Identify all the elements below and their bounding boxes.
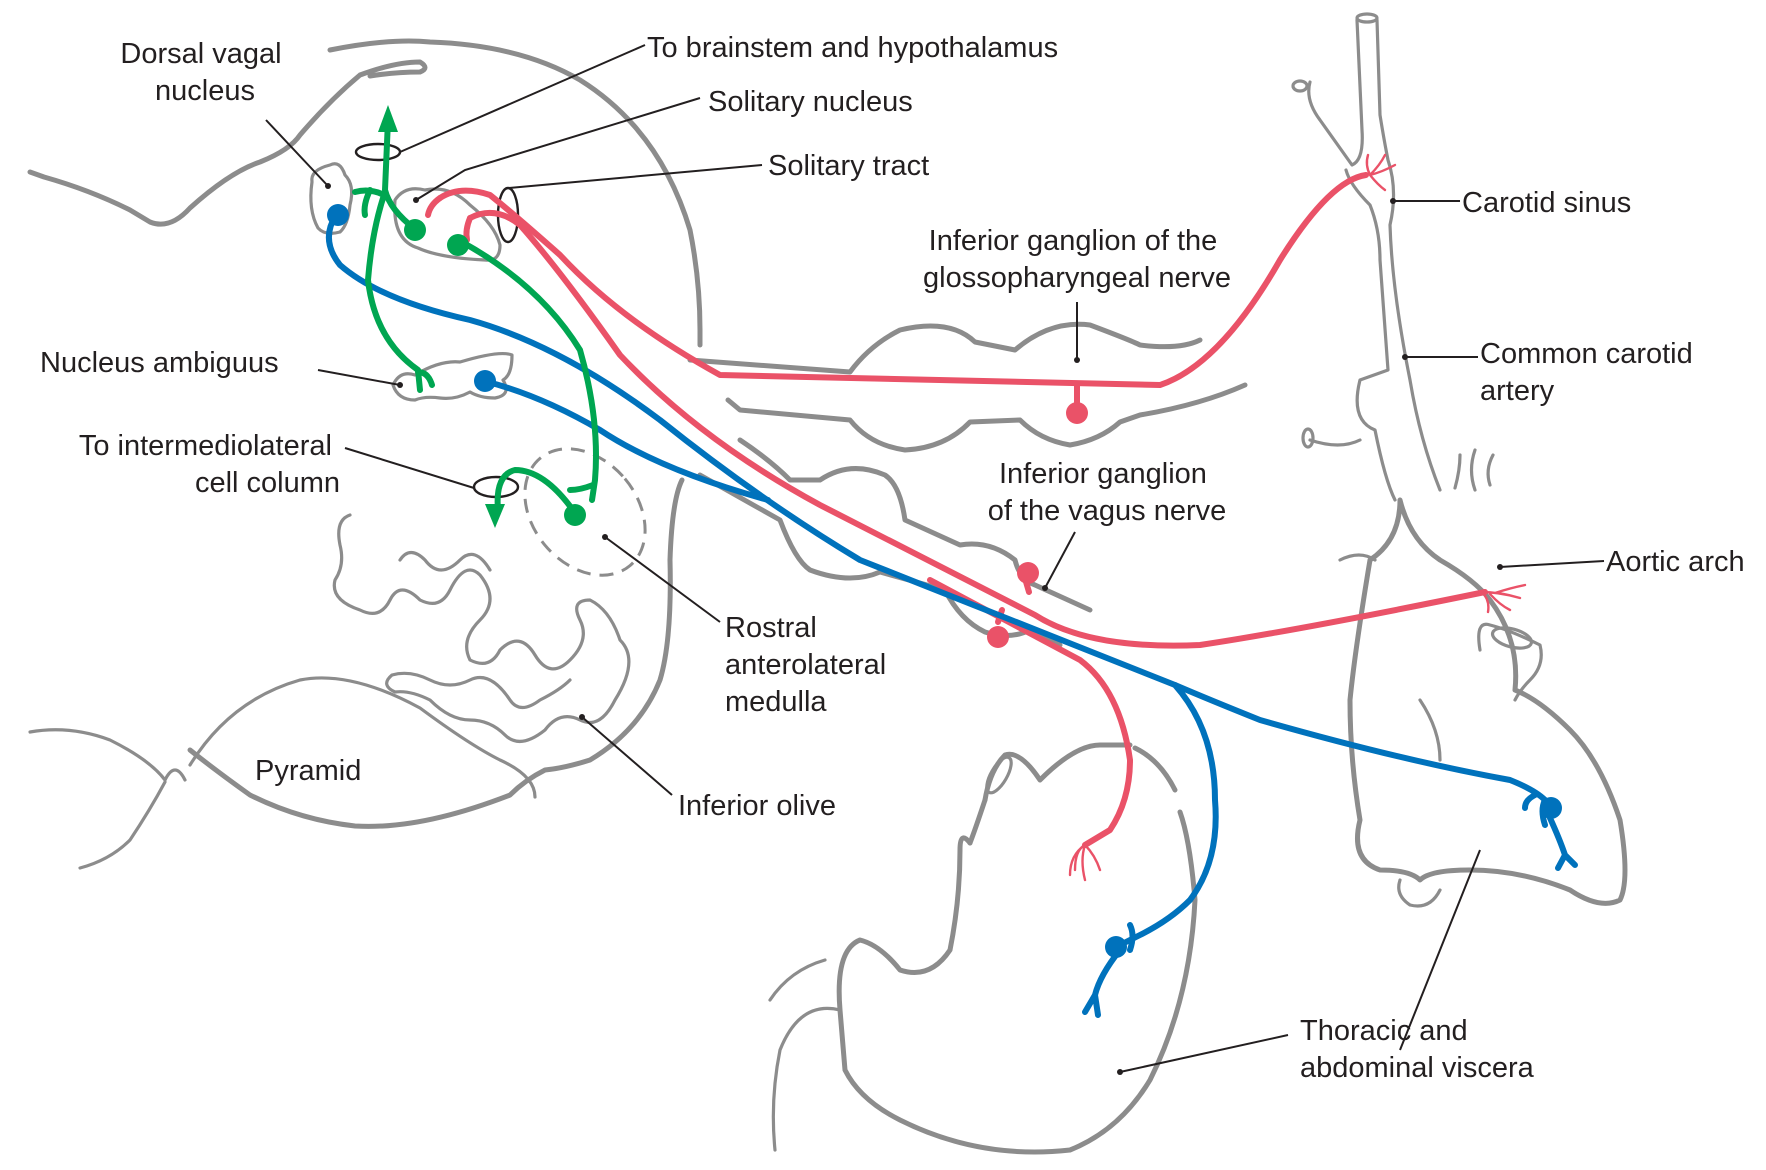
glossopharyngeal-nerve-sheath xyxy=(687,321,1248,453)
dorsal-vagal-cell xyxy=(327,204,349,226)
dorsal-vagal-efferent xyxy=(326,212,1548,803)
stomach-efferent xyxy=(1117,682,1219,948)
midline-contour-lower xyxy=(78,780,167,870)
label-rostral-anterolateral: Rostral anterolateral medulla xyxy=(725,612,894,718)
solitary-to-rostral-medulla xyxy=(459,239,599,503)
sensory-afferent-fibers xyxy=(425,172,1488,848)
medulla-dorsal-edge xyxy=(327,38,703,333)
carotid-sinus-nerve-endings xyxy=(1365,153,1397,192)
label-pyramid: Pyramid xyxy=(255,755,361,787)
solitary-cell-1 xyxy=(404,219,426,241)
heart-outline xyxy=(1338,497,1628,908)
rostral-medulla-cell xyxy=(564,504,586,526)
dorsal-vagal-nucleus-outline xyxy=(309,162,354,235)
carotid-artery xyxy=(1291,12,1495,502)
stomach-ganglion-cell xyxy=(1105,936,1127,958)
vagal-ganglion-cell-upper xyxy=(1017,562,1039,584)
label-carotid-sinus: Carotid sinus xyxy=(1462,187,1631,219)
inferior-olive-inner xyxy=(398,550,492,572)
stomach-sensory-endings xyxy=(1068,843,1102,882)
solitary-nucleus-outline xyxy=(393,187,502,262)
glossopharyngeal-afferent xyxy=(437,172,1369,388)
label-to-brainstem: To brainstem and hypothalamus xyxy=(647,32,1058,64)
vagal-ganglion-cell-lower xyxy=(987,626,1009,648)
nucleus-ambiguus-outline xyxy=(391,351,514,402)
rostral-anterolateral-medulla-outline xyxy=(523,447,647,577)
heart-ganglion-cell xyxy=(1540,797,1562,819)
afferent-branch-1 xyxy=(425,195,443,218)
labels: Dorsal vagal nucleus To brainstem and hy… xyxy=(40,32,1745,1084)
solitary-cell-2 xyxy=(447,234,469,256)
midline-contour xyxy=(28,728,187,782)
pyramid-outline xyxy=(188,676,537,799)
glosso-ganglion-cell xyxy=(1066,402,1088,424)
leader-lines xyxy=(265,44,1605,1075)
stomach-outline xyxy=(768,742,1198,1155)
descending-arrowhead-icon xyxy=(485,504,505,528)
ambiguus-cell xyxy=(474,370,496,392)
label-aortic-arch: Aortic arch xyxy=(1606,546,1745,578)
label-to-intermediolateral: To intermediolateral cell column xyxy=(79,430,340,499)
label-inferior-ganglion-vagus: Inferior ganglion of the vagus nerve xyxy=(988,458,1227,527)
label-solitary-tract: Solitary tract xyxy=(768,150,929,182)
fourth-ventricle-floor xyxy=(27,59,428,227)
inferior-olive-outline xyxy=(332,513,631,743)
vagal-afferent-aortic xyxy=(467,209,1488,649)
ascending-projection xyxy=(382,117,418,232)
label-dorsal-vagal-nucleus: Dorsal vagal nucleus xyxy=(120,38,289,107)
label-inferior-olive: Inferior olive xyxy=(678,790,836,822)
afferent-branch-2 xyxy=(463,215,473,243)
parasympathetic-efferent-fibers xyxy=(326,212,1578,1018)
medulla-outline xyxy=(27,38,703,870)
medulla-ventral-edge xyxy=(187,477,685,829)
label-inferior-ganglion-glosso: Inferior ganglion of the glossopharyngea… xyxy=(923,225,1231,294)
label-common-carotid: Common carotid artery xyxy=(1480,338,1701,407)
ambiguus-efferent xyxy=(481,378,771,503)
aortic-arch-nerve-endings xyxy=(1478,583,1527,614)
ascending-arrowhead-icon xyxy=(378,105,398,132)
label-viscera: Thoracic and abdominal viscera xyxy=(1300,1015,1535,1084)
label-nucleus-ambiguus: Nucleus ambiguus xyxy=(40,347,279,379)
label-solitary-nucleus: Solitary nucleus xyxy=(708,86,913,118)
solitary-to-ambiguus xyxy=(365,189,423,393)
central-interneuron-fibers xyxy=(352,105,599,528)
brainstem-tract-ring xyxy=(354,142,402,162)
vagal-afferent-visceral xyxy=(927,577,1133,848)
rostral-medulla-descending xyxy=(494,467,578,516)
